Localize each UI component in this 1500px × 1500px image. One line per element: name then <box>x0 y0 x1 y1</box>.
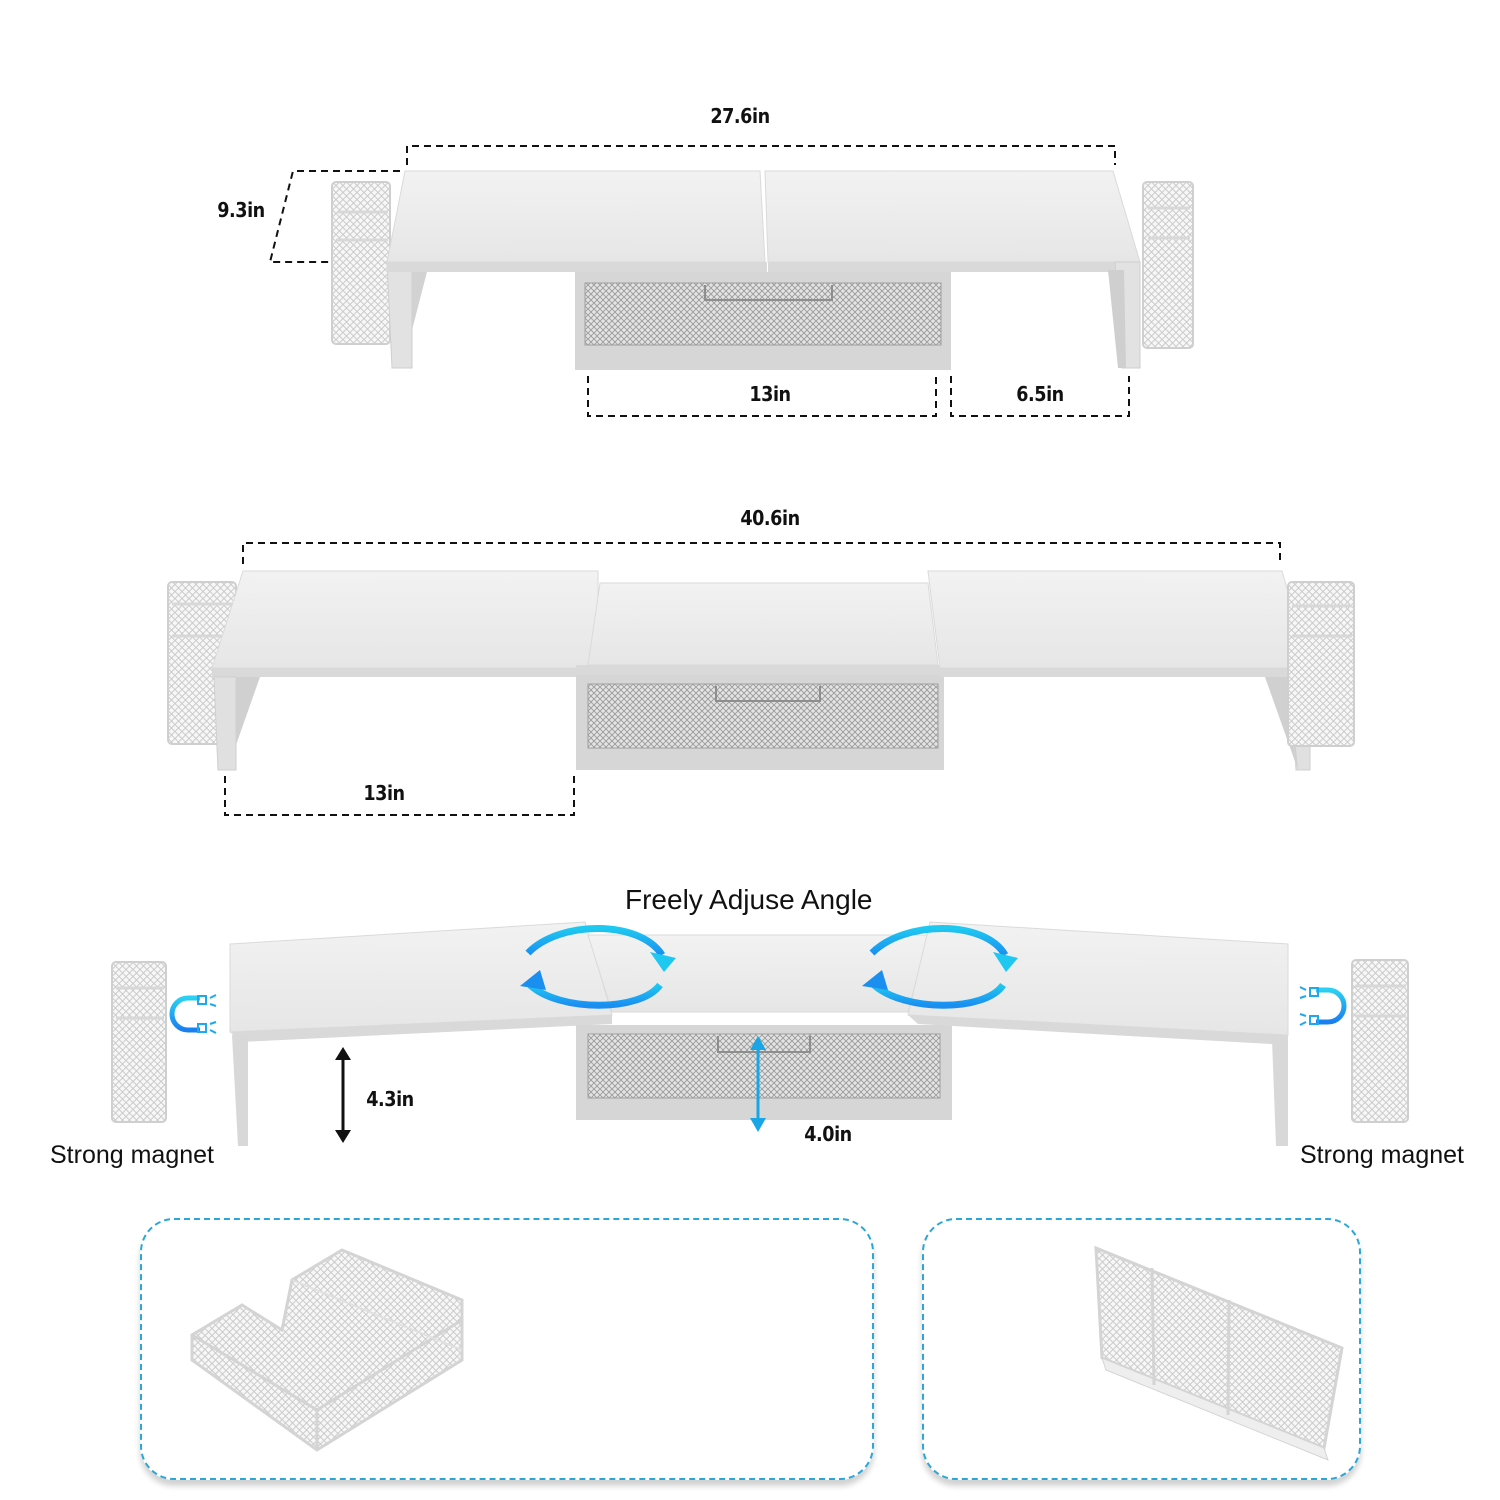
pen-holder-panel <box>922 1218 1361 1480</box>
rotate-arrows-icon-right <box>869 925 1009 1009</box>
drawer-icon <box>575 272 951 370</box>
mesh-pen-holder-icon <box>1094 1245 1344 1461</box>
drawer-icon <box>576 1025 952 1120</box>
left-pen-holder-icon <box>111 961 167 1123</box>
height-arrow-icon-left <box>335 1047 351 1143</box>
angle-heading: Freely Adjuse Angle <box>625 884 873 915</box>
right-pen-holder-icon <box>1142 181 1194 349</box>
total-width-label: 27.6in <box>710 104 770 128</box>
left-magnet-caption: Strong magnet <box>50 1141 214 1169</box>
center-height-label: 4.0in <box>804 1122 852 1146</box>
side-span-label: 6.5in <box>1016 382 1064 406</box>
left-pen-holder-icon <box>331 181 391 345</box>
magnet-icon-right <box>1299 986 1347 1026</box>
angle-stand-illustration <box>111 921 1409 1146</box>
extended-side-span-label: 13in <box>363 781 405 805</box>
magnet-icon-left <box>169 994 217 1034</box>
compact-stand-illustration <box>268 145 1194 417</box>
height-arrow-icon-center <box>750 1036 766 1132</box>
drawer-organizer-panel <box>140 1218 874 1480</box>
extended-width-label: 40.6in <box>740 506 800 530</box>
mesh-drawer-organizer-icon <box>190 1248 464 1452</box>
extended-stand-illustration <box>167 542 1355 816</box>
right-pen-holder-icon <box>1287 581 1355 747</box>
drawer-span-label: 13in <box>749 382 791 406</box>
rotate-arrows-icon-left <box>525 925 665 1009</box>
left-height-label: 4.3in <box>366 1087 414 1111</box>
right-magnet-caption: Strong magnet <box>1300 1141 1464 1169</box>
right-pen-holder-icon <box>1351 959 1409 1123</box>
drawer-icon <box>576 675 944 770</box>
depth-label: 9.3in <box>217 198 265 222</box>
